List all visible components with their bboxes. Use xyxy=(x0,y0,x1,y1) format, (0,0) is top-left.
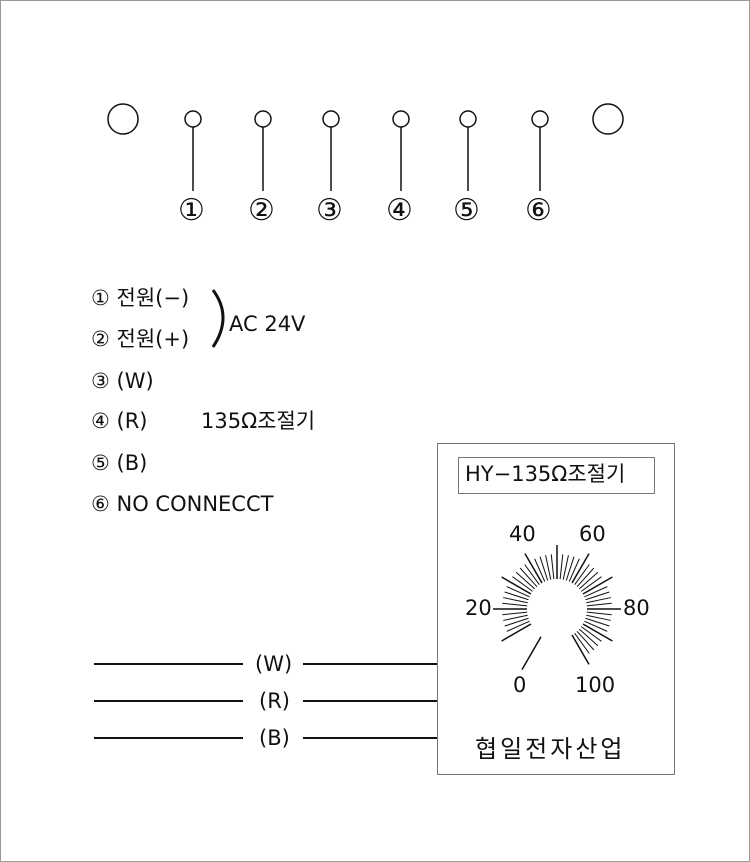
dial-tick-94 xyxy=(578,628,599,647)
dial-tick-90 xyxy=(582,623,613,642)
dial-tick-10 xyxy=(501,623,532,642)
dial-tick-78 xyxy=(586,602,612,607)
dial-tick-0 xyxy=(521,636,542,670)
model-label: HY−135Ω조절기 xyxy=(465,462,626,486)
terminal-screw-6 xyxy=(531,110,549,128)
dial-tick-88 xyxy=(584,620,608,632)
mount-hole-right xyxy=(592,103,624,135)
terminal-screw-4 xyxy=(392,110,410,128)
dial-tick-36 xyxy=(519,567,538,588)
dial-tick-60 xyxy=(571,553,590,584)
power-bracket xyxy=(211,289,225,348)
dial-tick-16 xyxy=(503,614,528,621)
dial-tick-66 xyxy=(578,571,599,590)
dial-label-100: 100 xyxy=(575,673,616,697)
wire-label-r: (R) xyxy=(259,689,290,713)
dial-tick-52 xyxy=(559,554,564,580)
dial-tick-98 xyxy=(574,632,590,654)
dial-tick-34 xyxy=(515,571,536,590)
dial-tick-76 xyxy=(586,597,611,604)
dial-label-60: 60 xyxy=(579,522,606,546)
dial-tick-96 xyxy=(576,630,595,651)
dial-tick-30 xyxy=(501,576,532,595)
dial-tick-44 xyxy=(539,556,549,581)
terminal-screw-2 xyxy=(254,110,272,128)
dial-label-0: 0 xyxy=(513,673,527,697)
terminal-number-5: ⑤ xyxy=(453,193,480,228)
dial-tick-26 xyxy=(504,591,529,601)
dial-tick-18 xyxy=(502,611,528,616)
dial-tick-58 xyxy=(568,558,580,582)
dial-tick-82 xyxy=(586,611,612,616)
terminal-screw-1 xyxy=(184,110,202,128)
dial-tick-12 xyxy=(506,620,530,632)
legend-5: ⑤ (B) xyxy=(91,451,148,475)
legend-2: ② 전원(+) xyxy=(91,327,190,351)
dial-tick-56 xyxy=(565,556,575,581)
dial-tick-72 xyxy=(584,586,608,598)
power-note: AC 24V xyxy=(229,312,306,336)
dial-tick-74 xyxy=(585,591,610,601)
dial-tick-28 xyxy=(506,586,530,598)
legend-6: ⑥ NO CONNECCT xyxy=(91,492,274,516)
dial-tick-54 xyxy=(562,555,569,580)
legend-1: ① 전원(−) xyxy=(91,286,190,310)
dial-tick-14 xyxy=(504,617,529,627)
model-label-box xyxy=(458,457,655,494)
dial-label-80: 80 xyxy=(623,596,650,620)
controller-device xyxy=(437,443,675,775)
dial-tick-100 xyxy=(571,634,590,665)
mount-hole-left xyxy=(107,103,139,135)
terminal-screw-3 xyxy=(322,110,340,128)
legend-3: ③ (W) xyxy=(91,369,154,393)
dial-tick-64 xyxy=(576,567,595,588)
dial-tick-86 xyxy=(585,617,610,627)
dial-tick-92 xyxy=(580,626,602,642)
terminal-number-6: ⑥ xyxy=(525,193,552,228)
dial-tick-40 xyxy=(524,553,543,584)
dial-tick-48 xyxy=(550,554,555,580)
maker-label: 협일전자산업 xyxy=(475,735,626,763)
dial-tick-38 xyxy=(524,564,540,586)
dial-label-20: 20 xyxy=(465,596,492,620)
wire-label-w: (W) xyxy=(255,652,293,676)
dial-tick-46 xyxy=(545,555,552,580)
dial-tick-70 xyxy=(582,576,613,595)
dial-tick-68 xyxy=(580,576,602,592)
terminal-number-4: ④ xyxy=(386,193,413,228)
terminal-number-1: ① xyxy=(178,193,205,228)
dial-tick-24 xyxy=(503,597,528,604)
terminal-number-3: ③ xyxy=(316,193,343,228)
dial-tick-32 xyxy=(512,576,534,592)
wire-label-b: (B) xyxy=(259,726,290,750)
controller-note: 135Ω조절기 xyxy=(201,409,316,433)
terminal-number-2: ② xyxy=(248,193,275,228)
dial-tick-62 xyxy=(574,564,590,586)
dial-tick-42 xyxy=(534,558,546,582)
legend-4: ④ (R) xyxy=(91,409,148,433)
dial-tick-84 xyxy=(586,614,611,621)
terminal-screw-5 xyxy=(459,110,477,128)
dial-tick-22 xyxy=(502,602,528,607)
dial-label-40: 40 xyxy=(509,522,536,546)
